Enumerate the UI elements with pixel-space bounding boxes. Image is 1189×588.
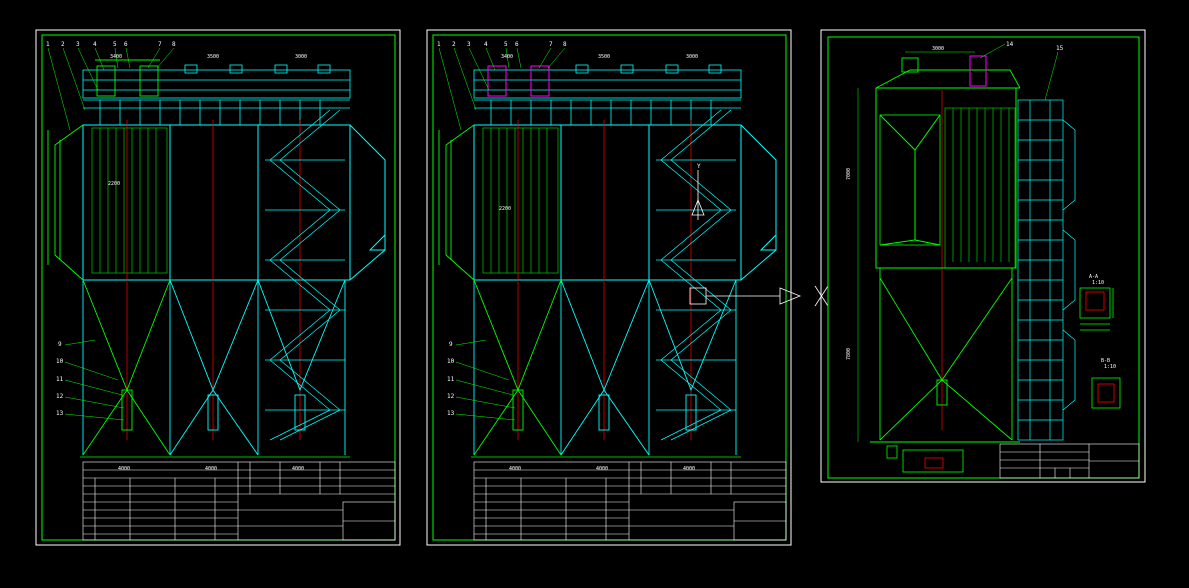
- sheet-3-frame: [827, 36, 1140, 479]
- part-number: 2: [452, 41, 456, 48]
- sheet-1-housing: [82, 124, 386, 281]
- dimension-label: 4000: [596, 466, 608, 472]
- part-number: 8: [563, 41, 567, 48]
- sheet-2-top-valves: [487, 65, 550, 97]
- sheet-2-support-frame: [473, 279, 737, 456]
- sheet-2-housing: [473, 124, 777, 281]
- dimension-label: 3000: [686, 54, 698, 60]
- sheet-3-title-block: [999, 443, 1140, 479]
- part-number: 7: [158, 41, 162, 48]
- part-number: 5: [113, 41, 117, 48]
- drawing-sheet-2: Y 1 2 3 4 5 6 7 8 9 10 11 12 13 3400: [426, 29, 829, 546]
- sheet-2-top-railing: [473, 64, 742, 125]
- sheet-2-leaders: [438, 47, 566, 421]
- dimension-label: 4000: [683, 466, 695, 472]
- sheet-3-leaders: [979, 43, 1059, 101]
- detail-scale: 1:10: [1104, 364, 1116, 370]
- part-number: 14: [1006, 41, 1014, 48]
- sheet-2-dimensions: 3400 3500 3000 2200 4000 4000 4000: [499, 54, 698, 472]
- sheet-1-title-block: [82, 461, 396, 541]
- part-number: 1: [46, 41, 50, 48]
- sheet-3-detail-a: [1079, 287, 1114, 331]
- sheet-1-dimensions: 3400 3500 3000 2200 4000 4000 4000: [108, 54, 307, 472]
- dimension-label: 2200: [108, 181, 120, 187]
- sheet-2-part-numbers: 1 2 3 4 5 6 7 8 9 10 11 12 13: [437, 41, 567, 417]
- part-number: 3: [76, 41, 80, 48]
- dimension-label: 2200: [499, 206, 511, 212]
- sheet-1-center-axes: [126, 120, 301, 440]
- part-number: 10: [447, 358, 455, 365]
- sheet-3-dimension-lines: [857, 51, 975, 442]
- sheet-1-inlet-duct: [47, 124, 84, 281]
- dimension-label: 3400: [110, 54, 122, 60]
- part-number: 12: [447, 393, 455, 400]
- sheet-3-border: [820, 29, 1146, 483]
- dimension-label: 3000: [295, 54, 307, 60]
- detail-title: B-B: [1101, 358, 1110, 364]
- detail-title: A-A: [1089, 274, 1098, 280]
- dimension-label: 3000: [932, 46, 944, 52]
- sheet-2-hopper-1: [473, 279, 562, 456]
- part-number: 15: [1056, 45, 1064, 52]
- sheet-1-border: [35, 29, 401, 546]
- sheet-1-bag-chamber: [91, 127, 168, 274]
- part-number: 11: [447, 376, 455, 383]
- part-number: 2: [61, 41, 65, 48]
- sheet-1-support-frame: [82, 279, 346, 456]
- part-number: 9: [449, 341, 453, 348]
- sheet-3-detail-b: [1091, 377, 1121, 409]
- view-marker-label: Y: [697, 163, 701, 170]
- part-number: 12: [56, 393, 64, 400]
- detail-scale: 1:10: [1092, 280, 1104, 286]
- sheet-1-top-valves: [95, 59, 160, 97]
- sheet-2-center-axes: [517, 120, 692, 440]
- sheet-2-border: [426, 29, 792, 546]
- part-number: 5: [504, 41, 508, 48]
- sheet-3-bags: [944, 107, 1016, 269]
- sheet-2-view-marker: [689, 170, 829, 307]
- drawing-sheet-1: 1 2 3 4 5 6 7 8 9 10 11 12 13 3400 3500 …: [35, 29, 401, 546]
- sheet-3-support: [870, 267, 1020, 443]
- dimension-label: 3500: [598, 54, 610, 60]
- sheet-1-part-numbers: 1 2 3 4 5 6 7 8 9 10 11 12 13: [46, 41, 176, 417]
- part-number: 13: [56, 410, 64, 417]
- dimension-label: 4000: [509, 466, 521, 472]
- sheet-2-inlet-duct: [438, 124, 475, 281]
- sheet-3-stair-tower: [1017, 99, 1076, 441]
- sheet-1-stairs: [265, 109, 345, 441]
- drawing-sheet-3: 14 15 3000 7000 7800 A-A 1:10 B-B 1:10: [820, 29, 1146, 483]
- part-number: 9: [58, 341, 62, 348]
- dimension-label: 7000: [846, 168, 852, 180]
- dimension-label: 4000: [292, 466, 304, 472]
- part-number: 11: [56, 376, 64, 383]
- dimension-label: 4000: [205, 466, 217, 472]
- sheet-3-housing: [875, 87, 1017, 269]
- part-number: 10: [56, 358, 64, 365]
- part-number: 1: [437, 41, 441, 48]
- part-number: 4: [484, 41, 488, 48]
- dimension-label: 7800: [846, 348, 852, 360]
- sheet-1-leaders: [47, 47, 175, 421]
- part-number: 3: [467, 41, 471, 48]
- sheet-1-hopper-3: [207, 279, 346, 431]
- dimension-label: 4000: [118, 466, 130, 472]
- part-number: 13: [447, 410, 455, 417]
- part-number: 6: [124, 41, 128, 48]
- sheet-1-top-railing: [82, 64, 351, 125]
- part-number: 4: [93, 41, 97, 48]
- sheet-3-roof: [875, 57, 1021, 89]
- sheet-3-base-detail: [886, 445, 964, 473]
- dimension-label: 3500: [207, 54, 219, 60]
- part-number: 8: [172, 41, 176, 48]
- dimension-label: 3400: [501, 54, 513, 60]
- sheet-2-title-block: [473, 461, 787, 541]
- sheet-3-valve: [969, 55, 987, 87]
- sheet-2-bag-chamber: [482, 127, 559, 274]
- sheet-2-stairs: [656, 109, 736, 441]
- part-number: 6: [515, 41, 519, 48]
- sheet-1-hopper-1: [82, 279, 171, 456]
- part-number: 7: [549, 41, 553, 48]
